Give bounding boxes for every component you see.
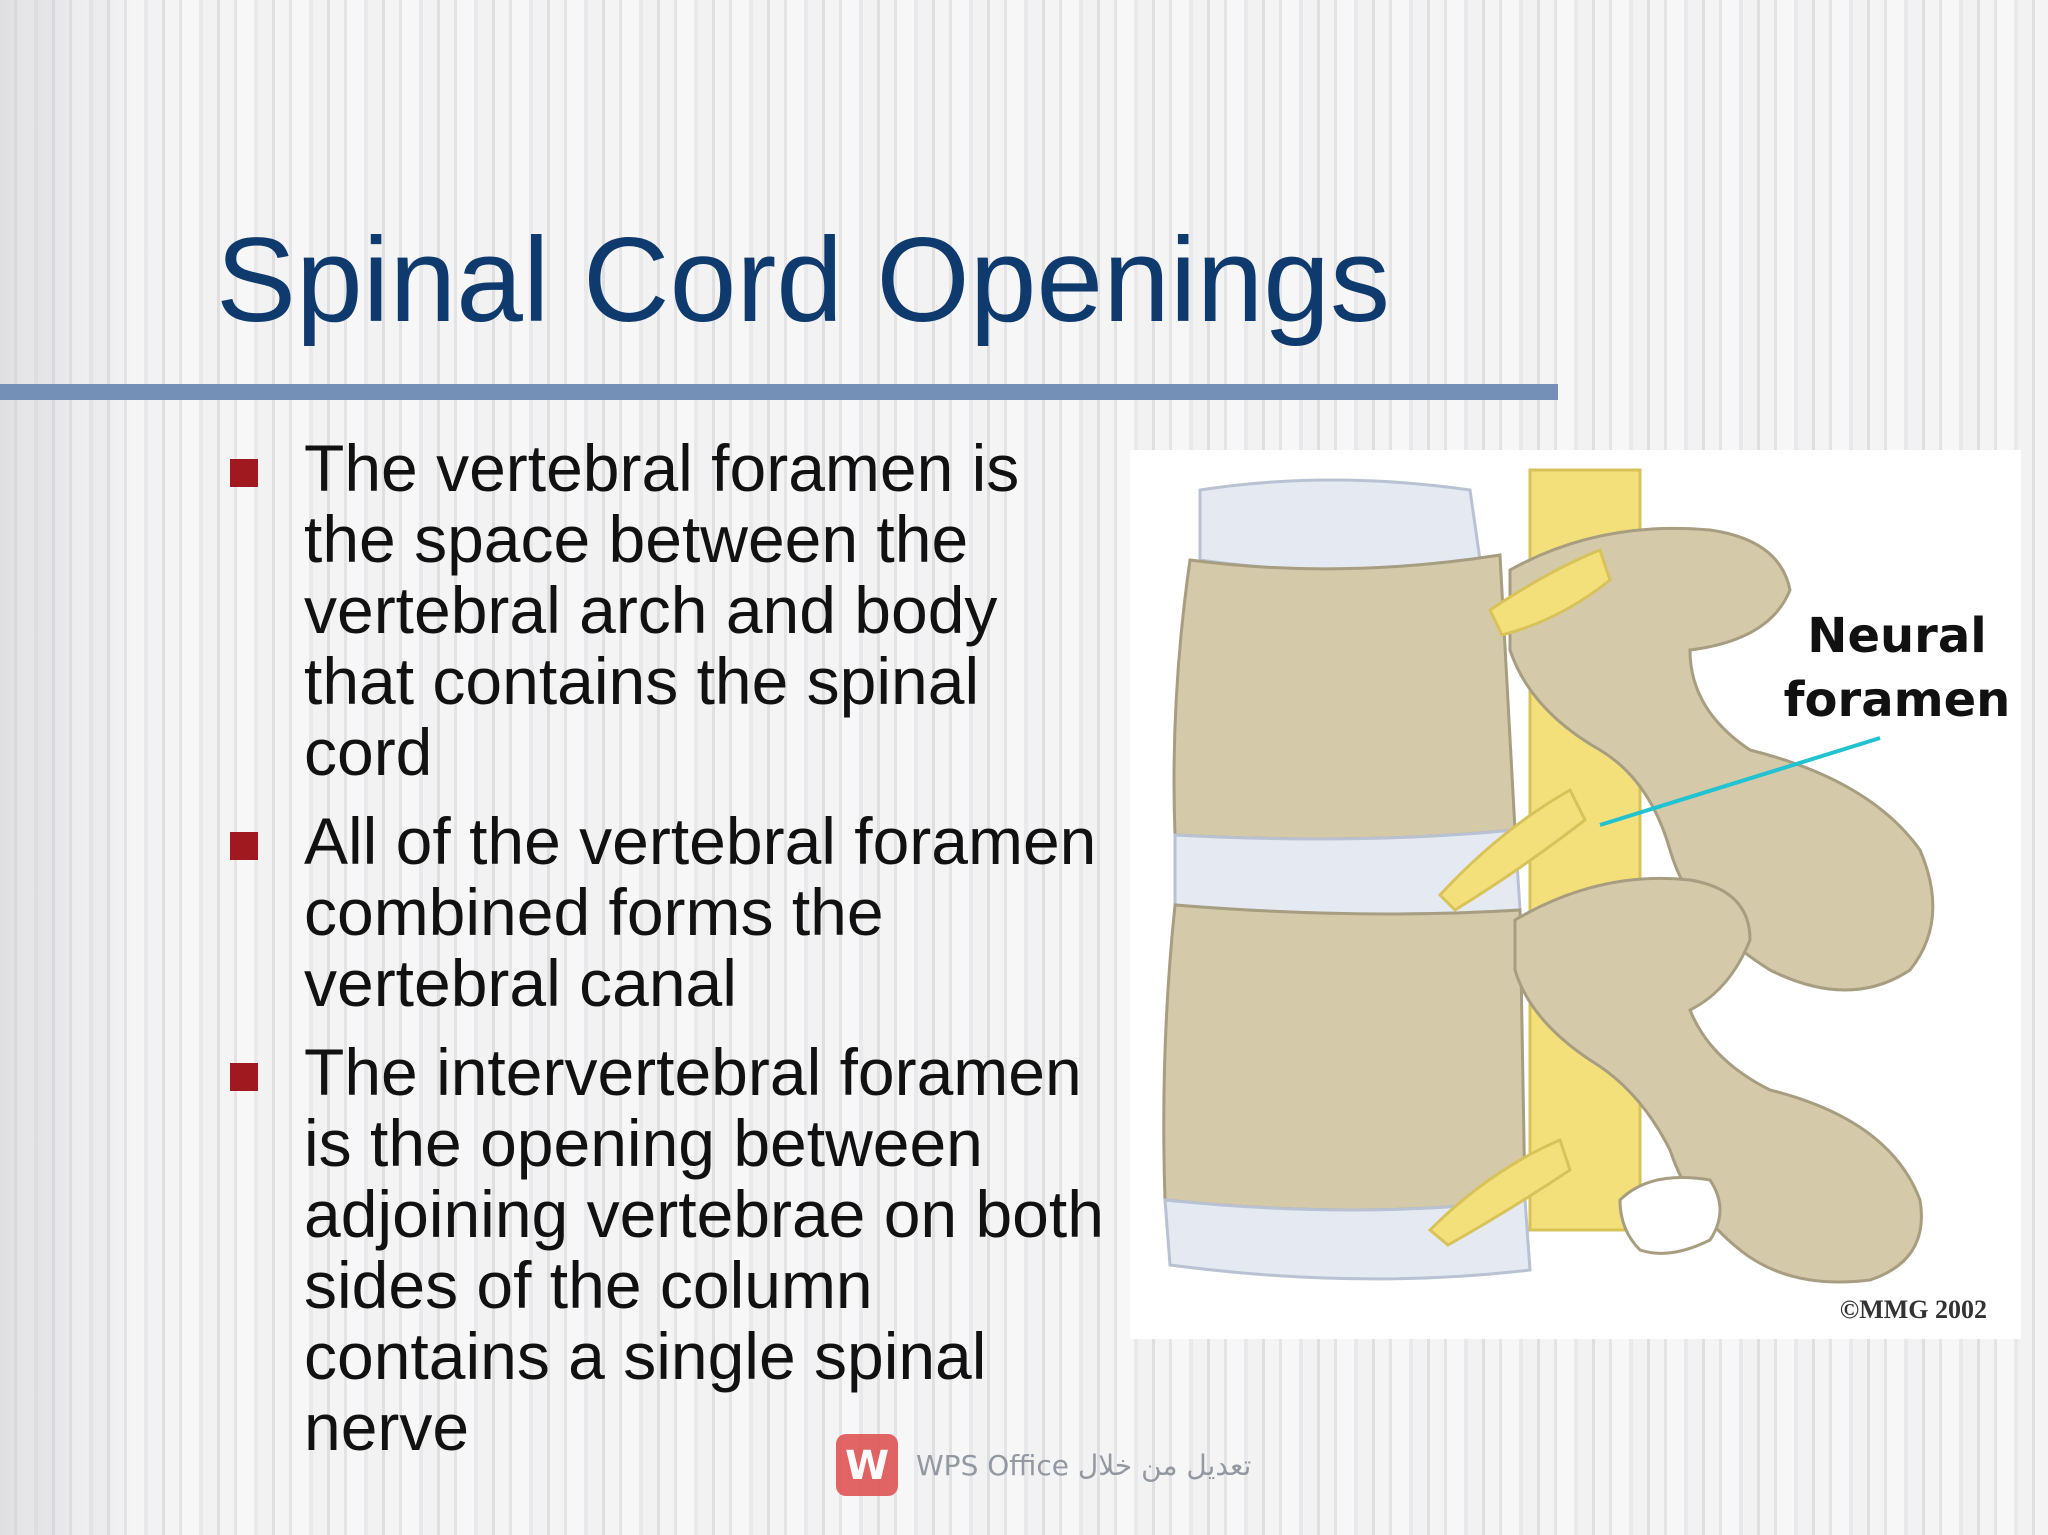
intervertebral-disc-top — [1198, 478, 1482, 572]
bullet-item: All of the vertebral foramen combined fo… — [228, 806, 1108, 1019]
lower-vertebral-body — [1162, 903, 1527, 1212]
square-bullet-icon — [230, 832, 258, 860]
label-line-2: foramen — [1783, 672, 2011, 728]
foramen-pointer-line — [1599, 736, 1881, 827]
title-divider — [0, 384, 1558, 400]
watermark-text: WPS Office تعديل من خلال — [916, 1448, 1252, 1482]
bullet-text: The intervertebral foramen is the openin… — [304, 1035, 1104, 1464]
square-bullet-icon — [230, 459, 258, 487]
nerve-root-middle — [1437, 787, 1587, 912]
bullet-list: The vertebral foramen is the space betwe… — [228, 433, 1108, 1481]
wps-watermark: WPS Office تعديل من خلال — [836, 1434, 1251, 1496]
lower-vertebral-arch — [1513, 876, 1923, 1284]
background-shade — [0, 0, 150, 1535]
bullet-text: All of the vertebral foramen combined fo… — [304, 804, 1097, 1020]
lamina-cut-surface — [1618, 1176, 1722, 1255]
nerve-root-lower — [1427, 1137, 1572, 1247]
label-line-1: Neural — [1807, 608, 1987, 664]
square-bullet-icon — [230, 1063, 258, 1091]
upper-vertebral-body — [1172, 553, 1517, 841]
bullet-item: The vertebral foramen is the space betwe… — [228, 433, 1108, 788]
copyright-credit: ©MMG 2002 — [1839, 1295, 1987, 1324]
nerve-root-upper — [1488, 548, 1612, 637]
slide-title: Spinal Cord Openings — [216, 213, 1391, 347]
bullet-text: The vertebral foramen is the space betwe… — [304, 431, 1020, 789]
spine-drawing — [1162, 468, 1935, 1284]
upper-vertebral-arch — [1508, 526, 1935, 992]
bullet-item: The intervertebral foramen is the openin… — [228, 1037, 1108, 1463]
vertebrae-illustration: Neural foramen ©MMG 2002 — [1130, 450, 2021, 1339]
wps-office-logo-icon — [836, 1434, 898, 1496]
neural-foramen-label: Neural foramen — [1782, 604, 2012, 732]
